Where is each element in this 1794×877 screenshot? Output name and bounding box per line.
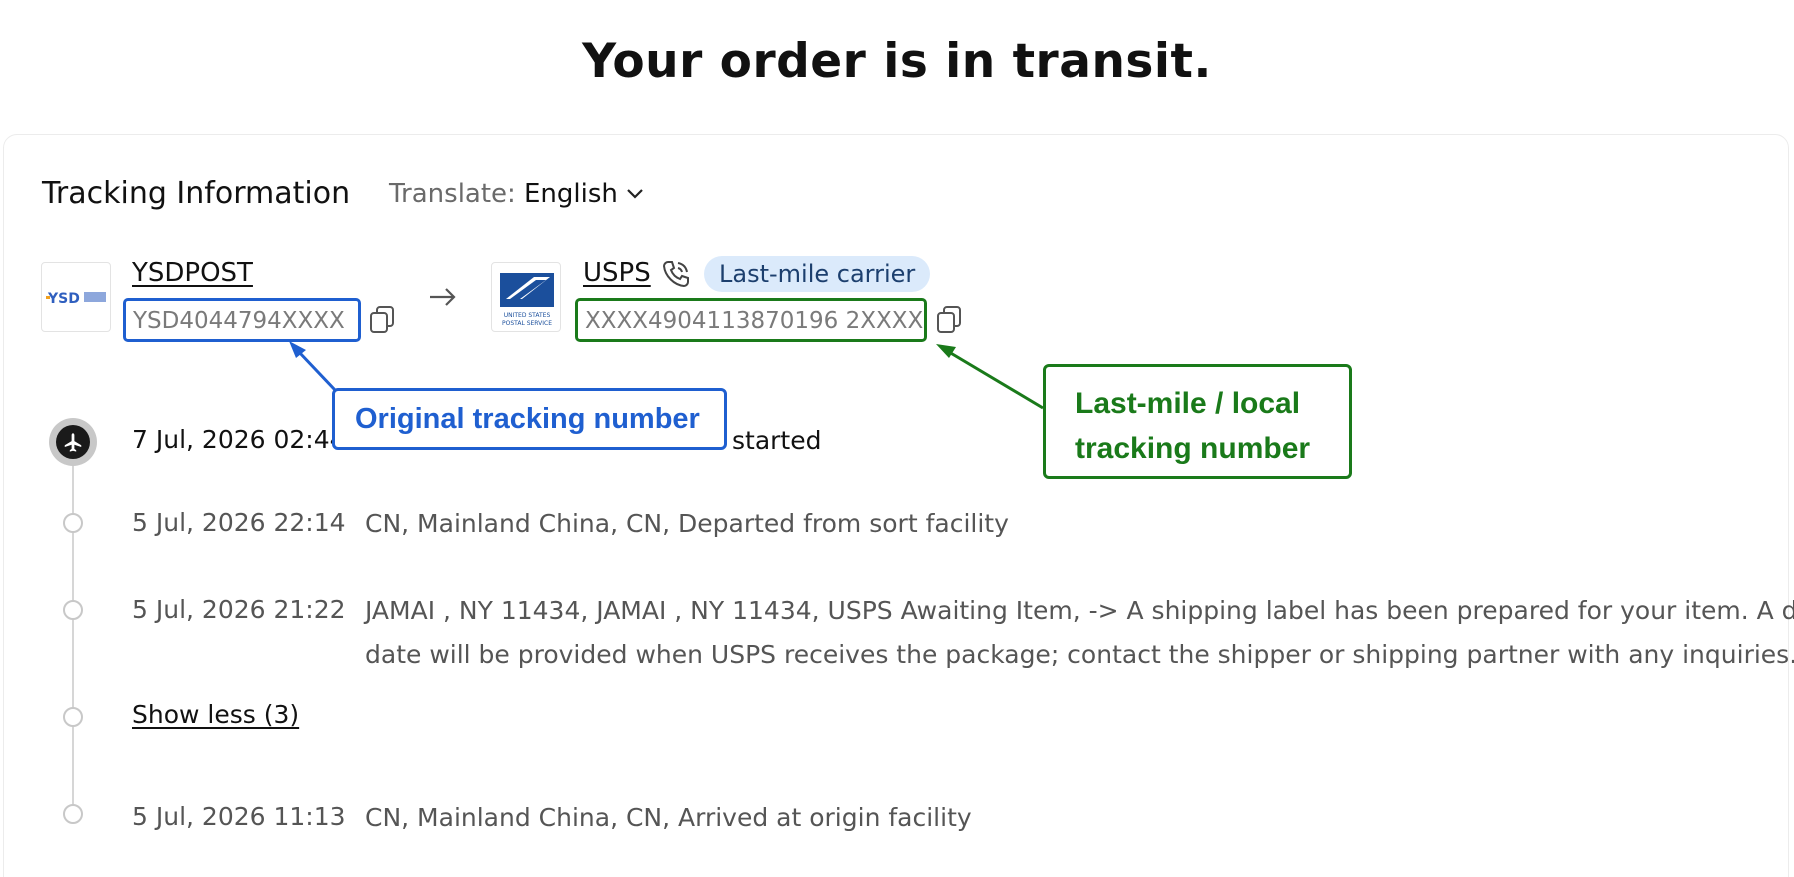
copy-icon[interactable] <box>368 305 396 335</box>
timeline-dot <box>63 513 83 533</box>
timeline-dot <box>63 804 83 824</box>
translate-label: Translate: <box>389 179 516 209</box>
event-description: JAMAI , NY 11434, JAMAI , NY 11434, USPS… <box>365 596 1794 625</box>
carrier-name-usps[interactable]: USPS <box>583 258 651 288</box>
copy-icon[interactable] <box>935 305 963 335</box>
language-value: English <box>524 179 618 209</box>
event-description: CN, Mainland China, CN, Departed from so… <box>365 509 1009 538</box>
event-date: 7 Jul, 2026 02:44 <box>132 425 346 454</box>
event-date: 5 Jul, 2026 21:22 <box>132 595 346 624</box>
annotation-local-line1: Last-mile / local <box>1075 387 1301 420</box>
show-less-link[interactable]: Show less (3) <box>132 700 300 729</box>
svg-text:UNITED STATES: UNITED STATES <box>504 312 551 319</box>
annotation-local-tracking: Last-mile / local tracking number <box>1043 364 1352 479</box>
annotation-local-line2: tracking number <box>1075 432 1311 465</box>
event-description: CN, Mainland China, CN, Arrived at origi… <box>365 803 972 832</box>
svg-text:YSD: YSD <box>47 291 80 307</box>
last-mile-badge: Last-mile carrier <box>704 256 931 292</box>
event-date: 5 Jul, 2026 22:14 <box>132 508 346 537</box>
timeline-current-marker <box>49 418 97 466</box>
original-tracking-number: YSD4044794XXXX <box>123 298 361 342</box>
arrow-right-icon <box>430 288 456 306</box>
event-description: started <box>732 426 822 455</box>
carrier-name-ysdpost[interactable]: YSDPOST <box>132 258 253 288</box>
tracking-heading: Tracking Information <box>42 176 351 211</box>
airplane-icon <box>64 433 82 452</box>
timeline-line <box>72 441 74 817</box>
event-description: date will be provided when USPS receives… <box>365 640 1794 669</box>
phone-icon[interactable] <box>661 259 691 289</box>
svg-text:POSTAL SERVICE: POSTAL SERVICE <box>502 320 552 327</box>
page-title: Your order is in transit. <box>582 34 1212 89</box>
ysdpost-logo: YSD <box>41 262 111 332</box>
timeline-dot <box>63 707 83 727</box>
chevron-down-icon <box>627 189 643 199</box>
timeline-dot <box>63 600 83 620</box>
usps-logo: UNITED STATES POSTAL SERVICE <box>491 262 561 332</box>
last-mile-tracking-number: XXXX4904113870196 2XXXX <box>575 298 927 342</box>
annotation-original-tracking: Original tracking number <box>332 388 727 450</box>
language-select[interactable]: English <box>524 179 644 209</box>
event-date: 5 Jul, 2026 11:13 <box>132 802 346 831</box>
